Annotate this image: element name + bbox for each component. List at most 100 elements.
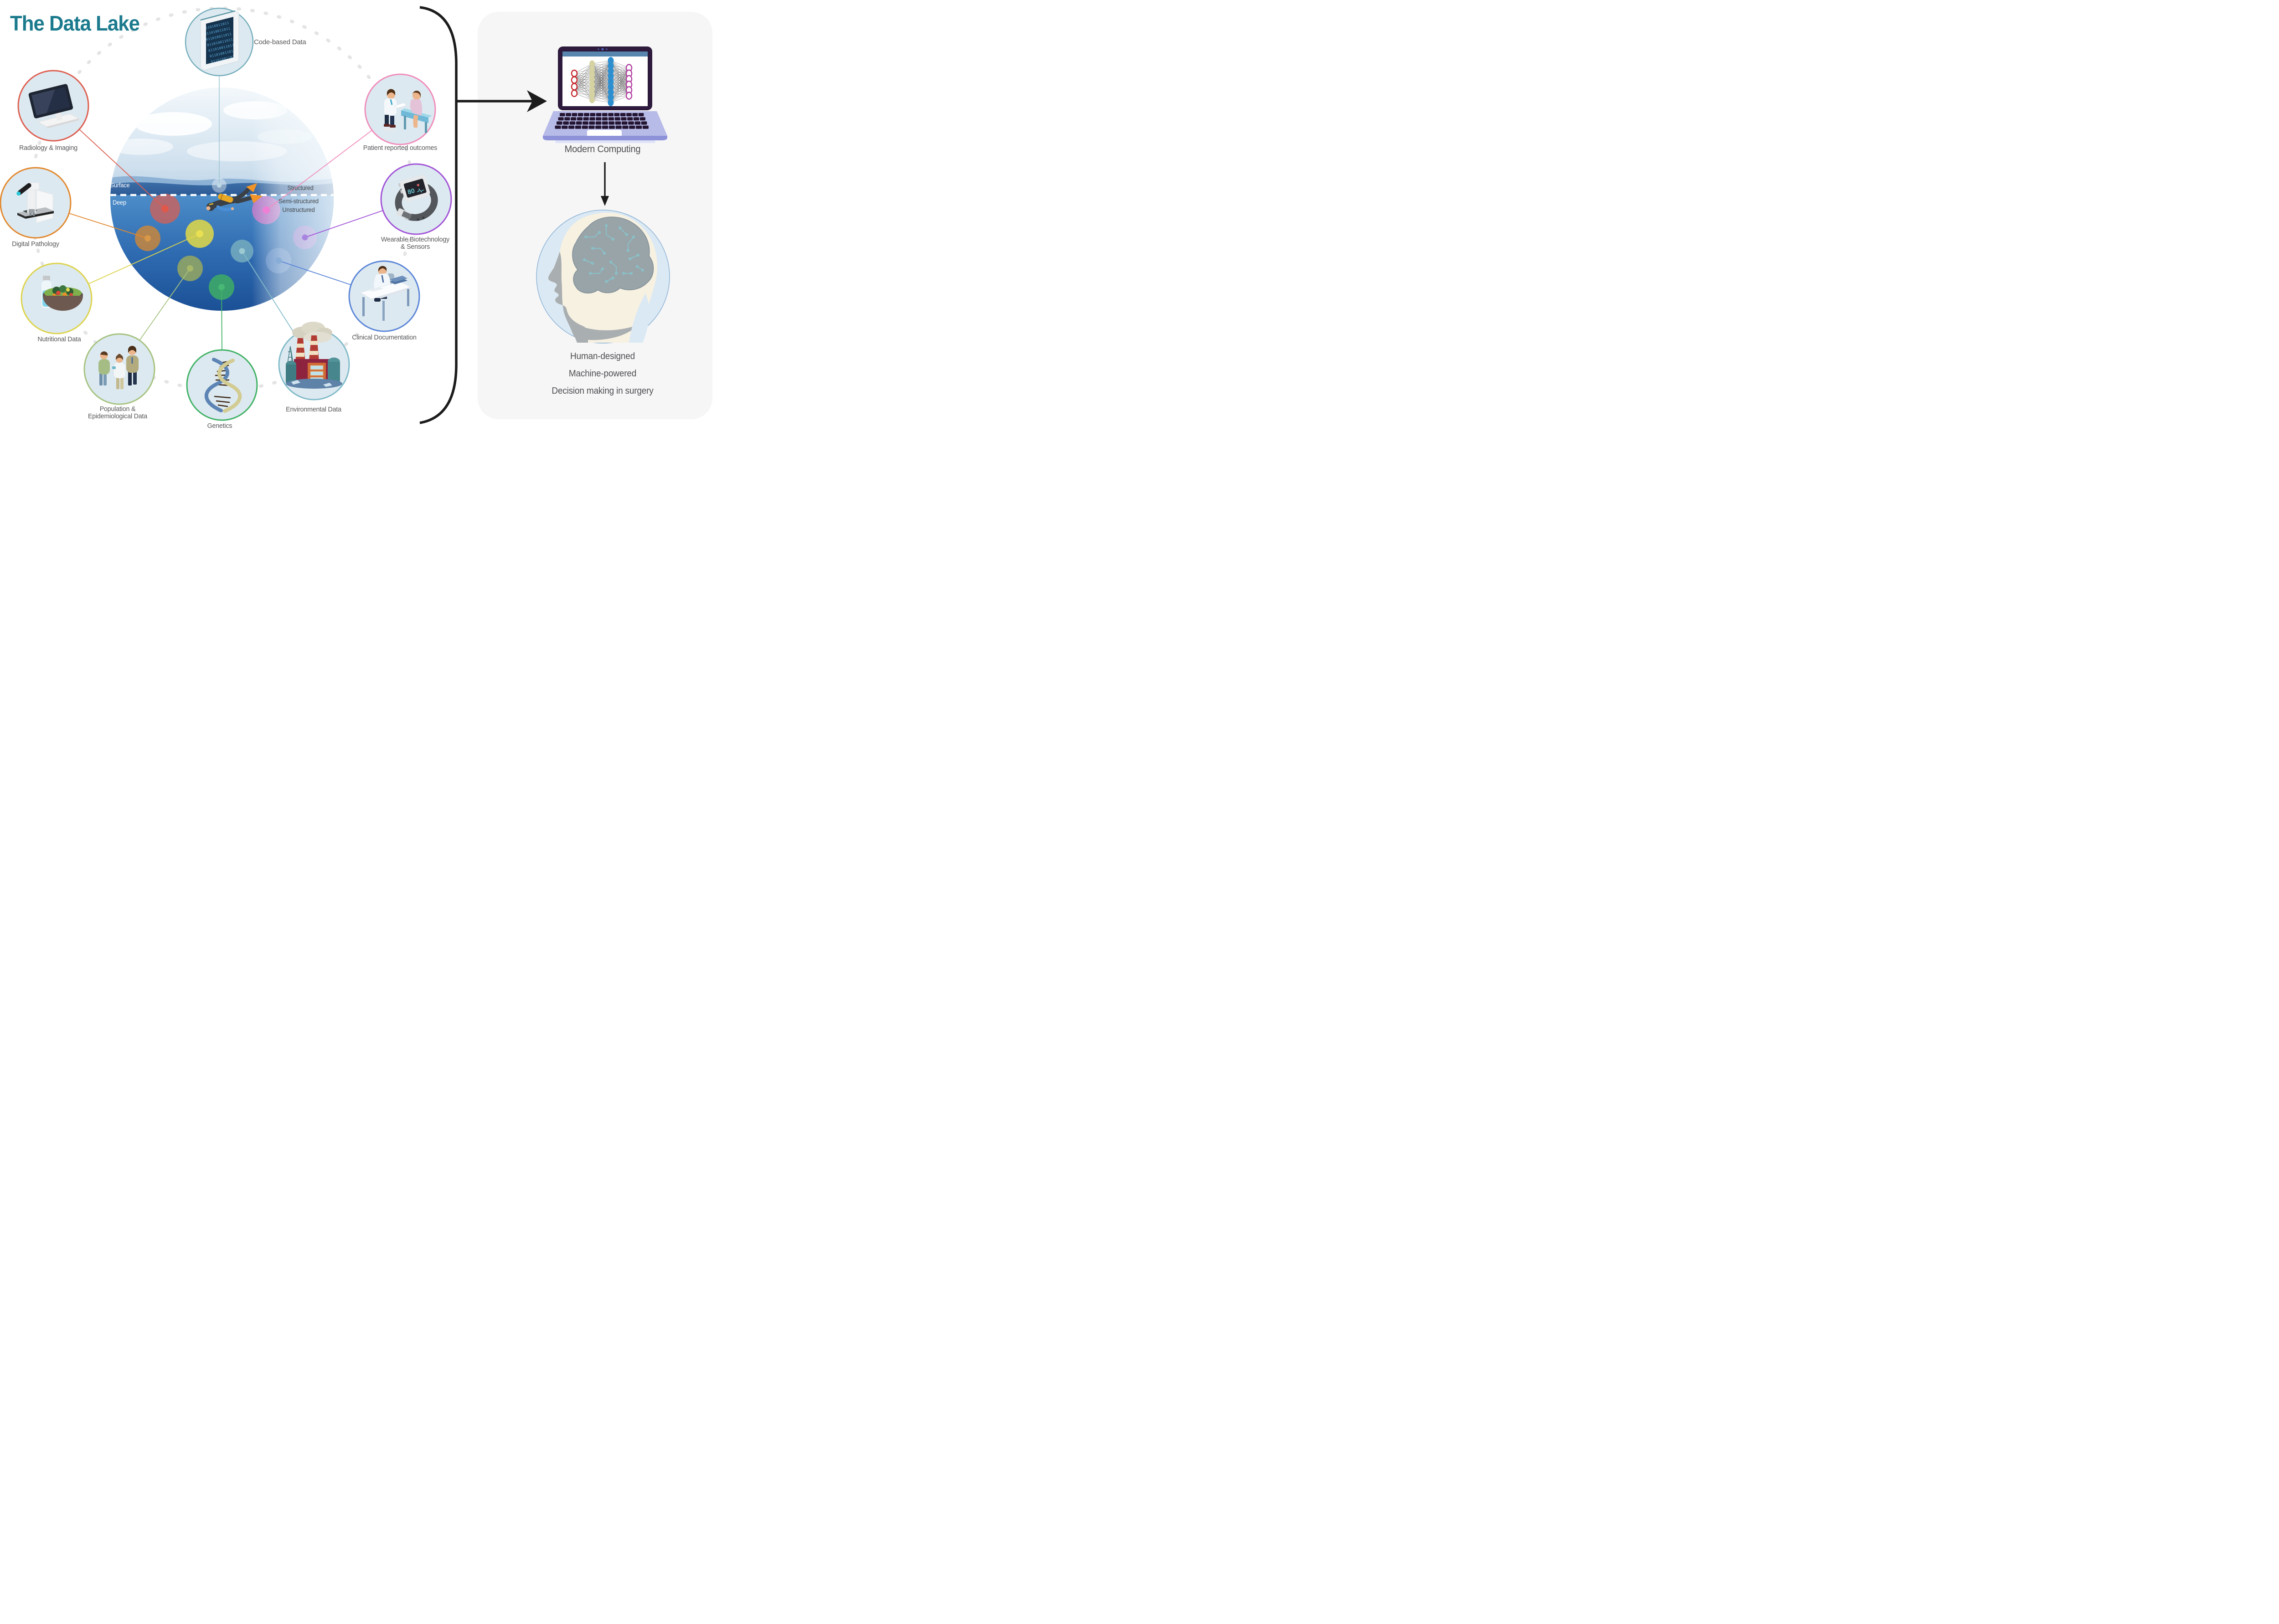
- keyboard-key: [566, 113, 571, 117]
- keyboard-key: [576, 121, 582, 125]
- keyboard-key: [569, 121, 576, 125]
- connector-clinical: [278, 260, 351, 285]
- nn-node: [608, 93, 614, 101]
- keyboard-key: [595, 125, 602, 129]
- keyboard-key: [634, 121, 641, 125]
- keyboard-key: [608, 121, 614, 125]
- keyboard-key: [614, 113, 620, 117]
- keyboard-key: [602, 117, 608, 121]
- keyboard-key: [571, 117, 577, 121]
- wearable-label-line2: & Sensors: [400, 243, 430, 251]
- dot-centers: [144, 183, 308, 290]
- keyboard-key: [589, 121, 595, 125]
- lake-surface-label: Surface: [110, 182, 130, 189]
- arrow-head-right: [527, 90, 547, 112]
- patient-outcomes-label: Patient reported outcomes: [363, 144, 438, 152]
- keyboard-key: [596, 117, 602, 121]
- page-title: The Data Lake: [10, 11, 140, 35]
- keyboard-key: [614, 117, 620, 121]
- nn-node: [608, 99, 614, 106]
- keyboard-key: [577, 117, 583, 121]
- keyboard-key: [588, 125, 595, 129]
- laptop-illustration: [543, 46, 667, 143]
- scuba-diver: [206, 183, 263, 211]
- nn-node: [608, 72, 614, 80]
- monitor-icon: [28, 84, 80, 128]
- nn-node: [608, 57, 614, 64]
- nutrition-label: Nutritional Data: [37, 335, 81, 343]
- keyboard-key: [584, 113, 589, 117]
- keyboard-key: [639, 117, 645, 121]
- keyboard-key: [633, 117, 639, 121]
- keyboard-key: [595, 121, 602, 125]
- keyboard-key: [602, 121, 608, 125]
- nn-node: [608, 83, 614, 91]
- arrow-head-down: [601, 196, 609, 206]
- keyboard-key: [568, 125, 575, 129]
- wearable-label-line1: Wearable Biotechnology: [381, 236, 450, 243]
- population-label: Population & Epidemiological Data: [88, 406, 147, 420]
- heart-rate-value: 80: [407, 187, 416, 196]
- outcome-line-1: Human-designed: [570, 351, 635, 361]
- doctor-desk-icon: [360, 266, 412, 321]
- smartwatch-icon: 80 ♥: [395, 175, 438, 221]
- lake-deep-label: Deep: [113, 199, 126, 206]
- lake-unstructured-label: Unstructured: [282, 206, 315, 213]
- nn-node: [608, 62, 614, 70]
- keyboard-key: [602, 125, 608, 129]
- keyboard-key: [590, 113, 596, 117]
- nn-node: [589, 65, 595, 72]
- connector-population: [139, 268, 191, 341]
- circuit-traces: [583, 224, 644, 283]
- keyboard-key: [577, 113, 583, 117]
- keyboard-key: [575, 125, 582, 129]
- keyboard-key: [558, 117, 564, 121]
- nn-node: [589, 96, 595, 103]
- source-circles: 0110100110110110100110110110100110110110…: [0, 7, 452, 421]
- nn-node: [589, 71, 595, 78]
- modern-computing-label: Modern Computing: [564, 144, 641, 154]
- keyboard-key: [583, 121, 588, 125]
- keyboard-key: [608, 117, 614, 121]
- nn-node: [571, 89, 578, 98]
- human-head-illustration: [536, 210, 670, 344]
- binary-panel-icon: 0110100110110110100110110110100110110110…: [200, 10, 239, 71]
- heart-icon: ♥: [416, 182, 421, 188]
- pathology-label: Digital Pathology: [12, 240, 59, 248]
- neural-network-graphic: [571, 57, 633, 106]
- nn-node: [589, 60, 595, 67]
- keyboard-key: [564, 117, 570, 121]
- keyboard-key: [555, 125, 561, 129]
- bottle-salad-icon: [41, 276, 83, 311]
- nn-node: [608, 78, 614, 85]
- keyboard-key: [608, 113, 614, 117]
- patient-circle: [364, 73, 436, 145]
- genetics-label: Genetics: [207, 422, 232, 430]
- keyboard-key: [632, 113, 638, 117]
- lake-semi-structured-label: Semi-structured: [278, 198, 319, 205]
- keyboard-key: [621, 121, 628, 125]
- population-label-line1: Population &: [99, 405, 136, 413]
- keyboard-key: [560, 113, 565, 117]
- doctor-patient-icon: [383, 89, 432, 133]
- connector-environment: [242, 251, 296, 335]
- keyboard-key: [572, 113, 577, 117]
- population-label-line2: Epidemiological Data: [88, 412, 148, 420]
- connector-nutrition: [88, 233, 200, 284]
- wearable-label: Wearable Biotechnology & Sensors: [381, 236, 449, 251]
- keyboard-key: [627, 117, 633, 121]
- connector-pathology: [68, 213, 148, 239]
- microscope-icon: [16, 182, 54, 223]
- environment-label: Environmental Data: [286, 406, 341, 413]
- keyboard-key: [620, 113, 626, 117]
- keyboard-key: [589, 117, 595, 121]
- keyboard-key: [596, 113, 602, 117]
- nn-node: [571, 76, 578, 84]
- keyboard-key: [642, 125, 649, 129]
- people-icon: [98, 346, 139, 389]
- connector-radiology: [79, 129, 165, 209]
- outcome-line-2: Machine-powered: [568, 369, 637, 379]
- nn-node: [589, 91, 595, 98]
- keyboard-key: [622, 125, 629, 129]
- keyboard-key: [626, 113, 632, 117]
